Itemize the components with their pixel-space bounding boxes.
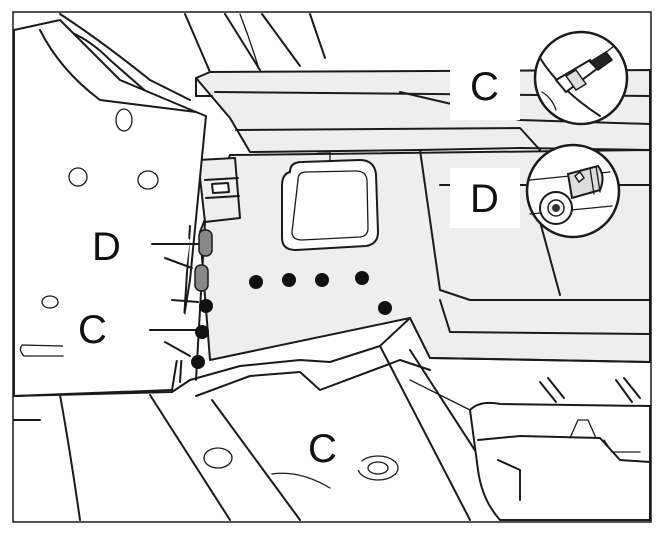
rivet-dot bbox=[355, 271, 369, 285]
rivet-nut-slots bbox=[194, 229, 213, 292]
rivet-dot bbox=[378, 301, 392, 315]
lower-right-bracket bbox=[409, 377, 651, 521]
rivet-dot bbox=[315, 273, 329, 287]
label-c-left: C bbox=[78, 308, 107, 352]
rivet-nut-slot bbox=[194, 264, 209, 292]
flange-strip bbox=[197, 157, 241, 223]
rivet-nut-icon bbox=[525, 143, 621, 239]
label-d-left: D bbox=[92, 225, 121, 269]
rivet-dot bbox=[195, 325, 209, 339]
label-c-bottom: C bbox=[308, 427, 337, 471]
label-c-top-right: C bbox=[470, 65, 499, 109]
label-d-right: D bbox=[470, 177, 499, 221]
rivet-icon bbox=[533, 30, 629, 126]
rivet-nut-slot bbox=[198, 229, 213, 257]
rivet-dot bbox=[249, 275, 263, 289]
rivet-points bbox=[191, 271, 392, 369]
leader-lines bbox=[149, 243, 199, 357]
rivet-dot bbox=[282, 273, 296, 287]
floor-panel bbox=[13, 317, 521, 521]
rivet-dot bbox=[191, 355, 205, 369]
label-halos bbox=[60, 60, 520, 472]
access-hole bbox=[281, 151, 379, 251]
rivet-dot bbox=[199, 299, 213, 313]
